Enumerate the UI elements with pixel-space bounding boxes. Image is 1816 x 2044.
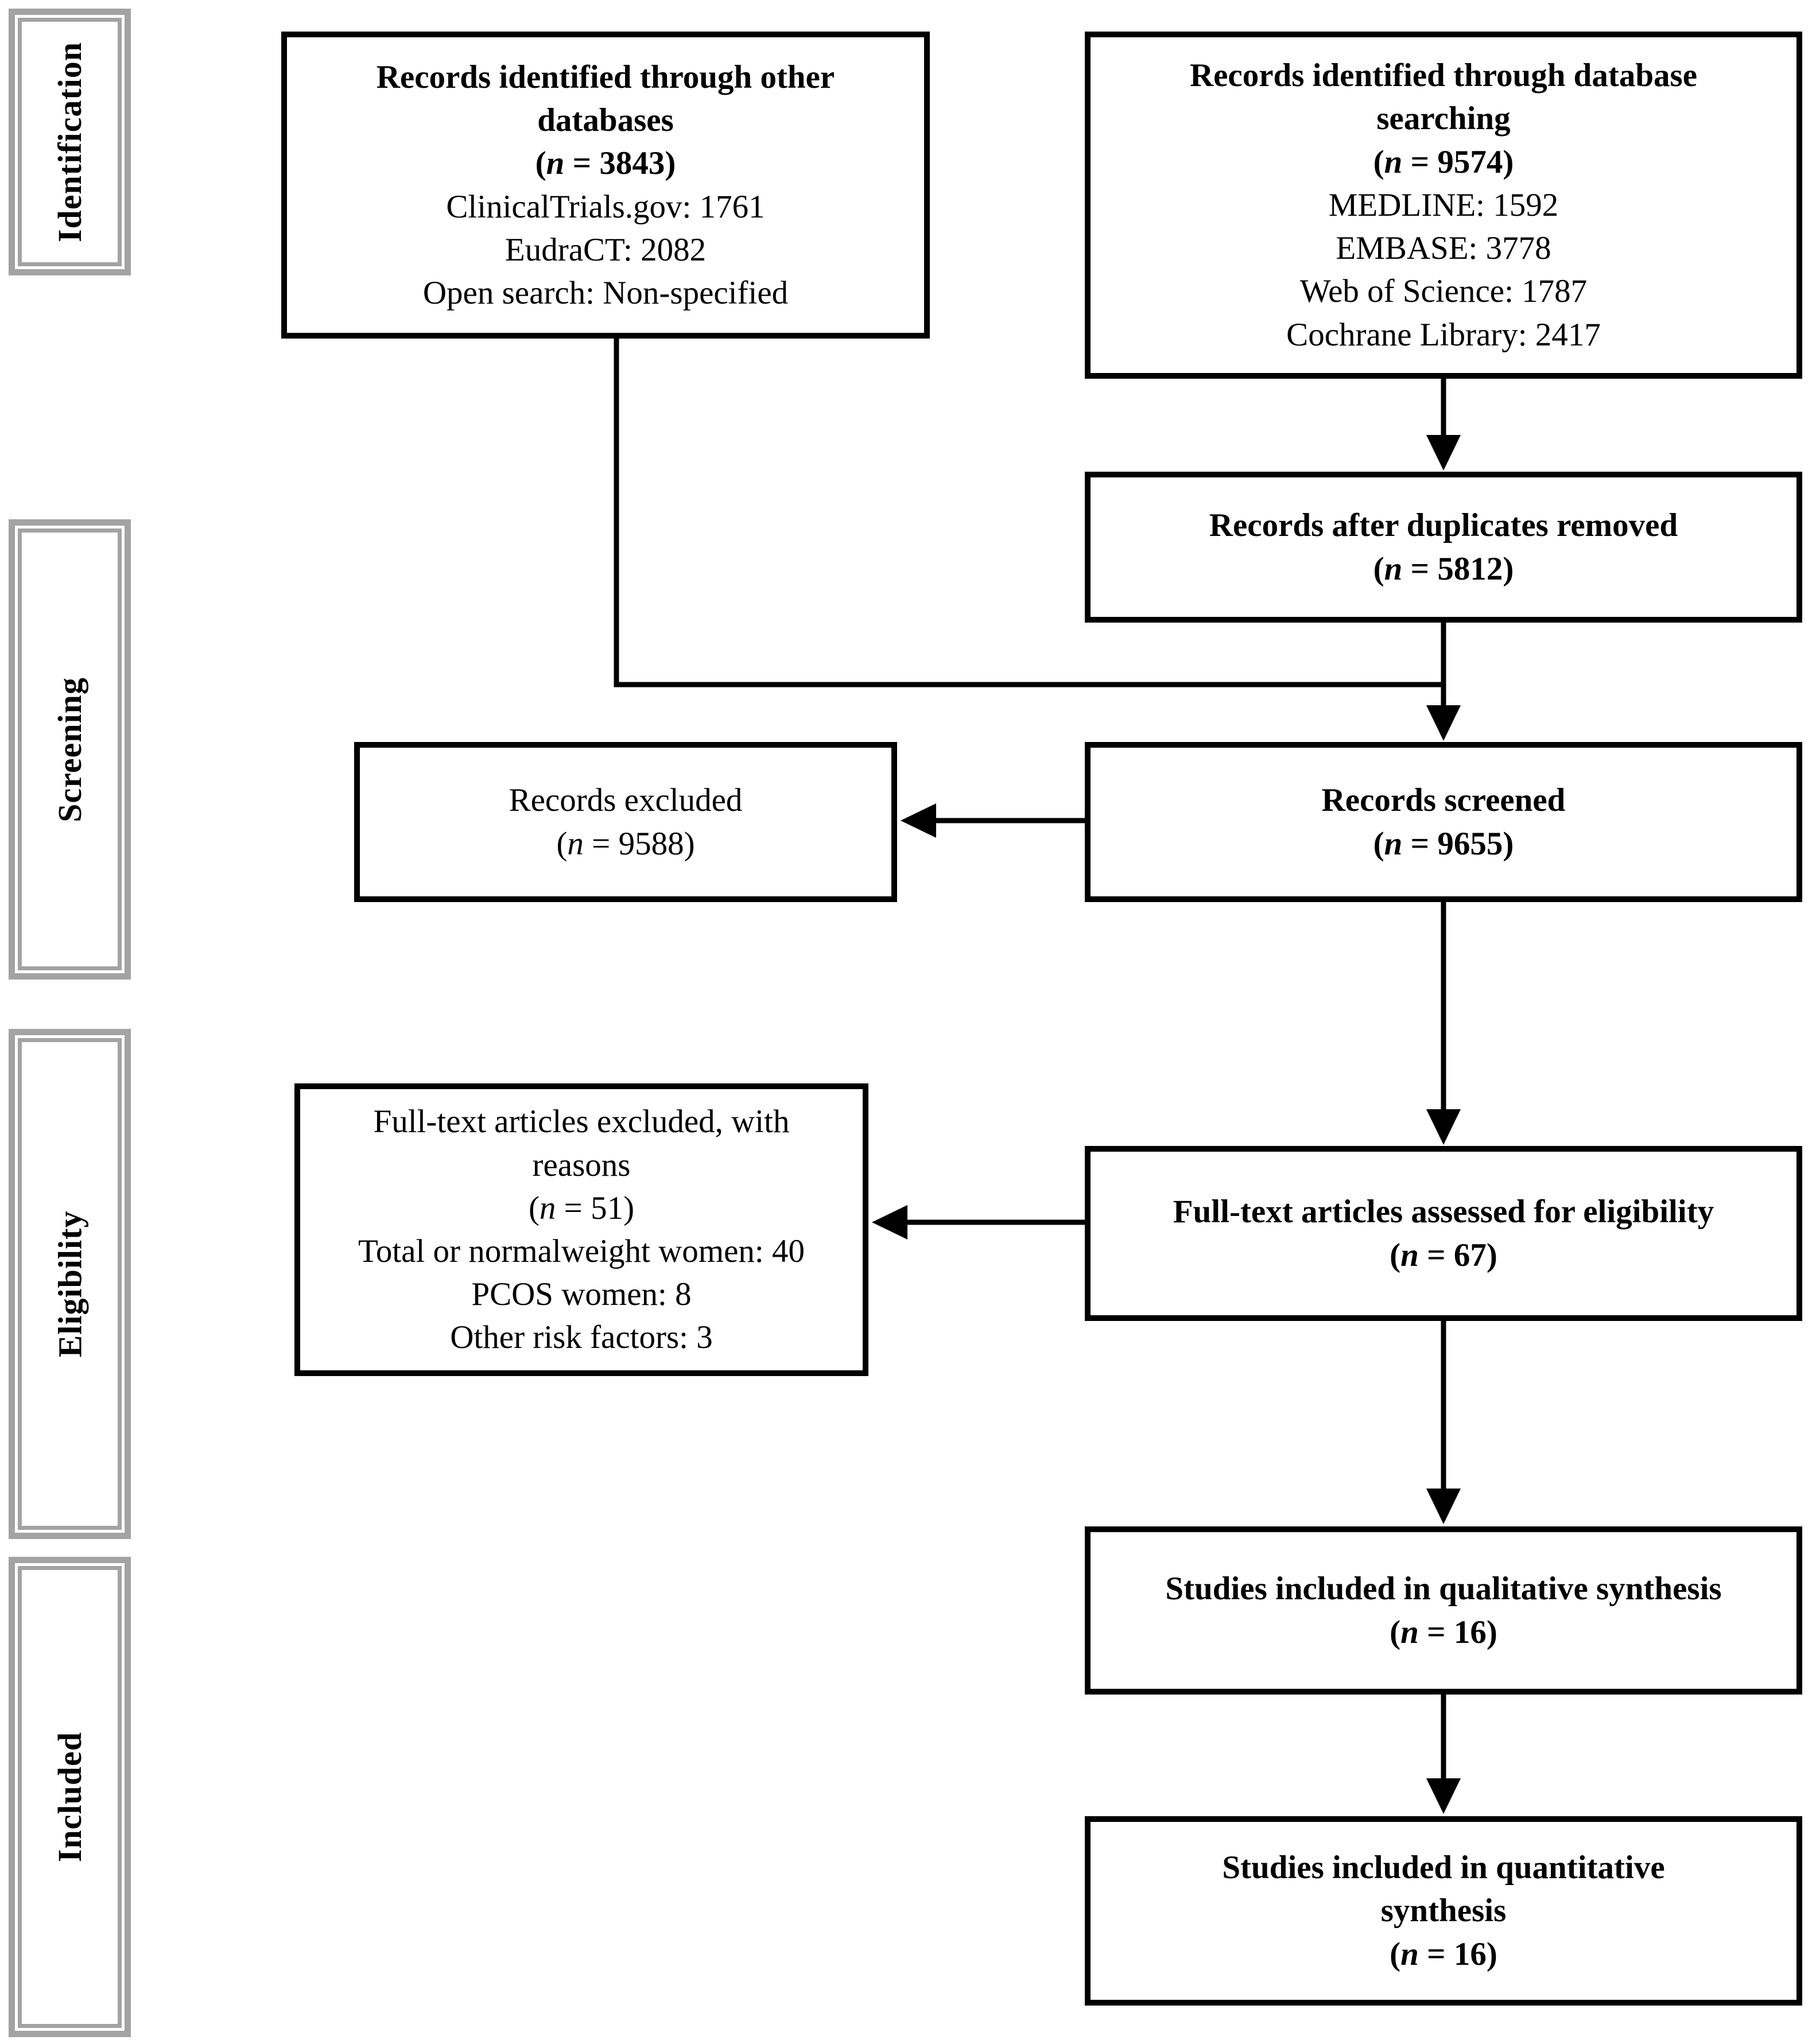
box-detail: EudraCT: 2082: [505, 231, 707, 268]
box-title: Studies included in quantitative: [1222, 1849, 1665, 1886]
stage-label-eligibility: Eligibility: [51, 1210, 89, 1358]
arrow-screened-to-excluded: [901, 803, 1085, 838]
box-title: Records screened: [1321, 782, 1566, 819]
stage-label-screening: Screening: [51, 677, 88, 822]
box-title: Records identified through other: [376, 59, 835, 95]
box-quantitative-synthesis: Studies included in quantitative synthes…: [1085, 1816, 1802, 2006]
box-detail: Other risk factors: 3: [450, 1319, 713, 1356]
stage-box-included: Included: [9, 1557, 131, 2037]
box-title: searching: [1376, 100, 1511, 137]
stage-box-inner-frame: Eligibility: [18, 1038, 122, 1530]
box-detail: Web of Science: 1787: [1299, 273, 1588, 310]
stage-box-eligibility: Eligibility: [9, 1029, 131, 1539]
box-detail: EMBASE: 3778: [1336, 230, 1551, 267]
box-title: Studies included in qualitative synthesi…: [1165, 1571, 1722, 1607]
box-title: reasons: [532, 1147, 631, 1183]
stage-label-identification: Identification: [51, 41, 88, 243]
box-detail: Open search: Non-specified: [422, 274, 789, 311]
n-count: (n = 5812): [1373, 550, 1514, 587]
box-records-excluded: Records excluded (n = 9588): [354, 742, 897, 902]
n-count: (n = 9655): [1373, 825, 1514, 862]
n-count: (n = 9588): [556, 825, 695, 862]
box-detail: MEDLINE: 1592: [1328, 186, 1559, 223]
box-title: Records identified through database: [1189, 57, 1698, 94]
box-title: Records excluded: [509, 782, 743, 819]
arrow-search-to-duplicates: [1426, 379, 1461, 471]
arrow-fulltext-to-excluded: [872, 1205, 1085, 1239]
stage-box-screening: Screening: [9, 519, 131, 980]
arrow-fulltext-to-qualitative: [1426, 1321, 1461, 1524]
box-qualitative-synthesis: Studies included in qualitative synthesi…: [1085, 1526, 1802, 1695]
arrow-qualitative-to-quantitative: [1426, 1695, 1461, 1814]
arrow-duplicates-to-screened: [1426, 623, 1461, 741]
stage-box-inner-frame: Included: [18, 1566, 122, 2028]
box-fulltext-assessed: Full-text articles assessed for eligibil…: [1085, 1146, 1802, 1321]
n-count: (n = 9574): [1373, 143, 1514, 180]
box-records-other-databases: Records identified through other databas…: [281, 32, 930, 339]
n-count: (n = 16): [1390, 1936, 1497, 1972]
stage-box-identification: Identification: [9, 9, 131, 275]
box-title: Full-text articles assessed for eligibil…: [1173, 1194, 1714, 1230]
n-count: (n = 67): [1390, 1237, 1497, 1273]
arrow-screened-to-fulltext: [1426, 902, 1461, 1145]
box-detail: Cochrane Library: 2417: [1286, 316, 1601, 353]
box-title: Records after duplicates removed: [1209, 507, 1678, 544]
box-title: synthesis: [1380, 1893, 1507, 1929]
stage-box-inner-frame: Screening: [18, 529, 122, 970]
box-records-database-searching: Records identified through database sear…: [1085, 32, 1802, 379]
n-count: (n = 16): [1390, 1614, 1497, 1650]
stage-label-included: Included: [51, 1731, 89, 1863]
box-detail: Total or normalweight women: 40: [358, 1233, 805, 1269]
box-title: databases: [537, 102, 674, 139]
stage-box-inner-frame: Identification: [18, 18, 122, 266]
box-fulltext-excluded: Full-text articles excluded, with reason…: [294, 1083, 868, 1376]
box-duplicates-removed: Records after duplicates removed (n = 58…: [1085, 472, 1802, 623]
n-count: (n = 51): [528, 1190, 635, 1226]
box-records-screened: Records screened (n = 9655): [1085, 742, 1802, 902]
box-title: Full-text articles excluded, with: [373, 1103, 790, 1140]
box-detail: PCOS women: 8: [471, 1276, 692, 1313]
n-count: (n = 3843): [535, 145, 676, 182]
box-detail: ClinicalTrials.gov: 1761: [446, 188, 765, 225]
